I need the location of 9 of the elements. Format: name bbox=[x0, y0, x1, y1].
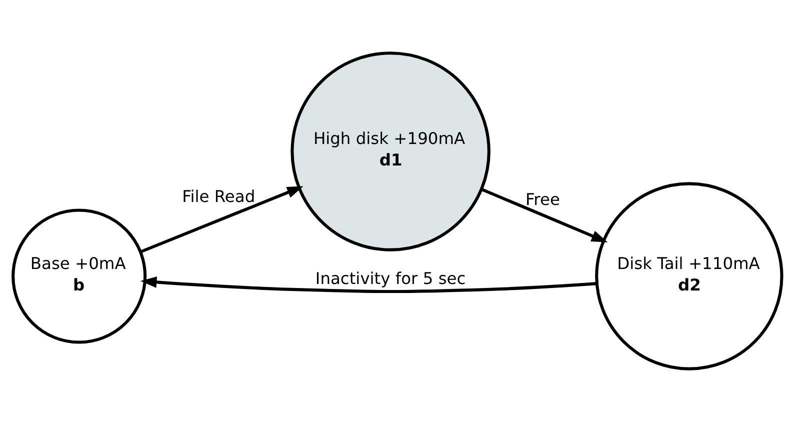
edge-label: File Read bbox=[182, 186, 255, 206]
node-circle: Base +0mA b bbox=[11, 208, 146, 344]
edge-label: Inactivity for 5 sec bbox=[314, 268, 466, 288]
node-circle: High disk +190mA d1 bbox=[290, 51, 490, 251]
node-circle: Disk Tail +110mA d2 bbox=[594, 182, 783, 370]
arrow bbox=[139, 186, 303, 253]
edge-label: Free bbox=[525, 190, 560, 209]
arrow bbox=[480, 188, 608, 242]
arrow bbox=[140, 276, 596, 293]
